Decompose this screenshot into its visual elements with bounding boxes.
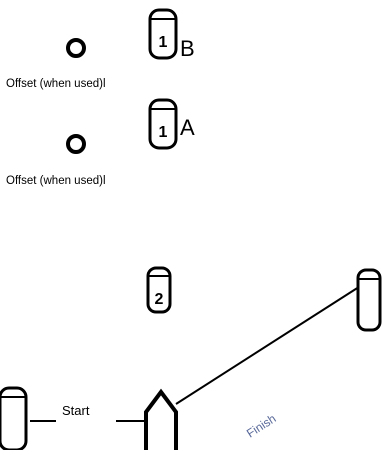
finish-label: Finish — [244, 411, 278, 440]
mark-2-number: 2 — [155, 291, 164, 308]
finish-line — [175, 284, 363, 405]
mark-1b: 1 — [148, 8, 178, 60]
finish-pin-mark — [356, 268, 382, 332]
mark-1a: 1 — [148, 98, 178, 150]
committee-boat — [144, 388, 178, 450]
offset-mark-upper — [66, 38, 86, 58]
mark-a-letter: A — [180, 115, 195, 140]
start-pin-mark — [0, 386, 28, 452]
offset-label-upper: Offset (when used)l — [6, 78, 106, 90]
mark-1a-number: 1 — [159, 124, 168, 141]
offset-mark-lower — [66, 134, 86, 154]
mark-2: 2 — [146, 266, 172, 314]
offset-label-lower: Offset (when used)l — [6, 175, 106, 187]
start-label: Start — [62, 403, 90, 418]
mark-1b-number: 1 — [159, 34, 168, 51]
mark-b-letter: B — [180, 36, 195, 61]
